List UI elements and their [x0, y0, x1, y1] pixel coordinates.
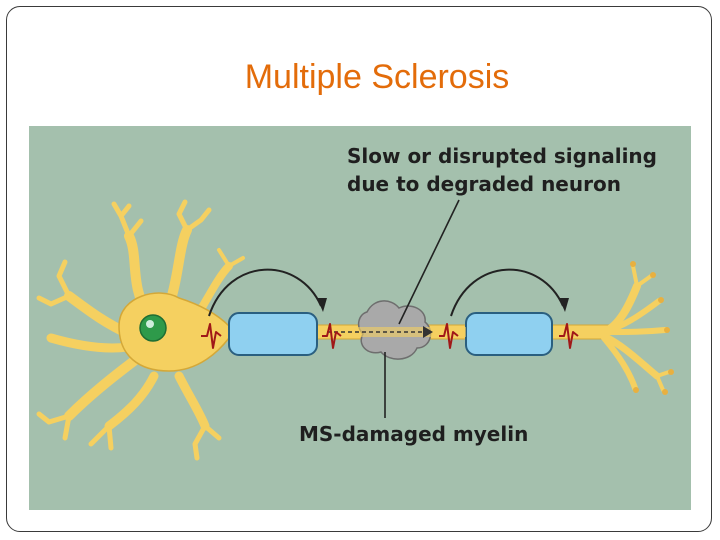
pointer-line-top: [398, 199, 460, 325]
myelin-sheath-2: [465, 312, 553, 356]
cell-body: [118, 292, 230, 372]
annotation-signaling: Slow or disrupted signaling due to degra…: [347, 142, 657, 198]
nucleus: [139, 314, 167, 342]
annotation-signaling-line1: Slow or disrupted signaling: [347, 144, 657, 168]
annotation-signaling-line2: due to degraded neuron: [347, 172, 621, 196]
action-potentials: [201, 323, 579, 349]
terminal-buttons: [630, 261, 674, 395]
arc-arrowhead-1: [317, 298, 327, 312]
annotation-myelin: MS-damaged myelin: [299, 422, 529, 446]
slide-title: Multiple Sclerosis: [244, 58, 510, 96]
slowed-signal-arrowhead: [423, 326, 433, 338]
arc-arrowhead-2: [559, 298, 569, 312]
myelin-sheath-1: [228, 312, 318, 356]
saltatory-arcs: [208, 268, 564, 317]
neuron-diagram-svg: [36, 199, 674, 461]
neuron-diagram: Slow or disrupted signaling due to degra…: [29, 126, 691, 510]
axon-terminals: [600, 264, 671, 392]
nucleolus: [146, 320, 154, 328]
